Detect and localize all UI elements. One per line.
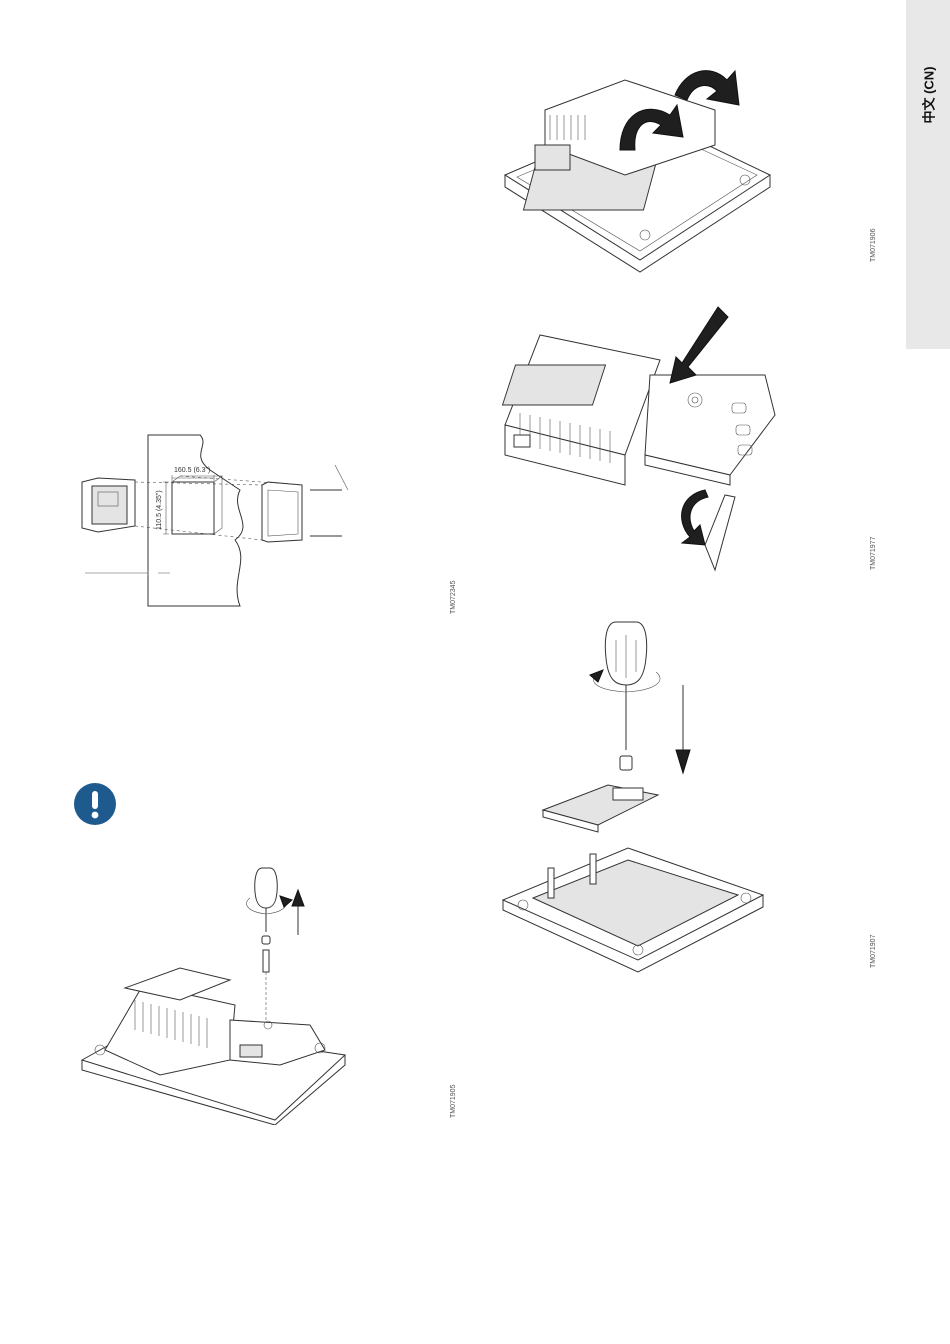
language-side-tab: 中文 (CN) — [906, 0, 950, 349]
figure-code-mount-board: TM071907 — [870, 935, 877, 968]
exclamation-icon — [73, 782, 117, 826]
figure-code-panel-cutout: TM072345 — [450, 581, 457, 614]
figure-remove-screw — [80, 860, 350, 1125]
cutout-height-label: 110.5 (4.35") — [156, 490, 163, 530]
figure-lift-cover — [495, 55, 785, 280]
figure-code-insert-module: TM071977 — [870, 537, 877, 570]
figure-panel-cutout — [80, 430, 355, 610]
figure-insert-module — [500, 305, 790, 575]
notice-icon-wrap — [73, 782, 117, 826]
figure-code-lift-cover: TM071906 — [870, 229, 877, 262]
language-tab-label: 中文 (CN) — [919, 66, 938, 123]
cutout-width-label: 160.5 (6.3") — [174, 467, 210, 474]
figure-code-remove-screw: TM071905 — [450, 1085, 457, 1118]
figure-mount-board — [498, 610, 778, 975]
